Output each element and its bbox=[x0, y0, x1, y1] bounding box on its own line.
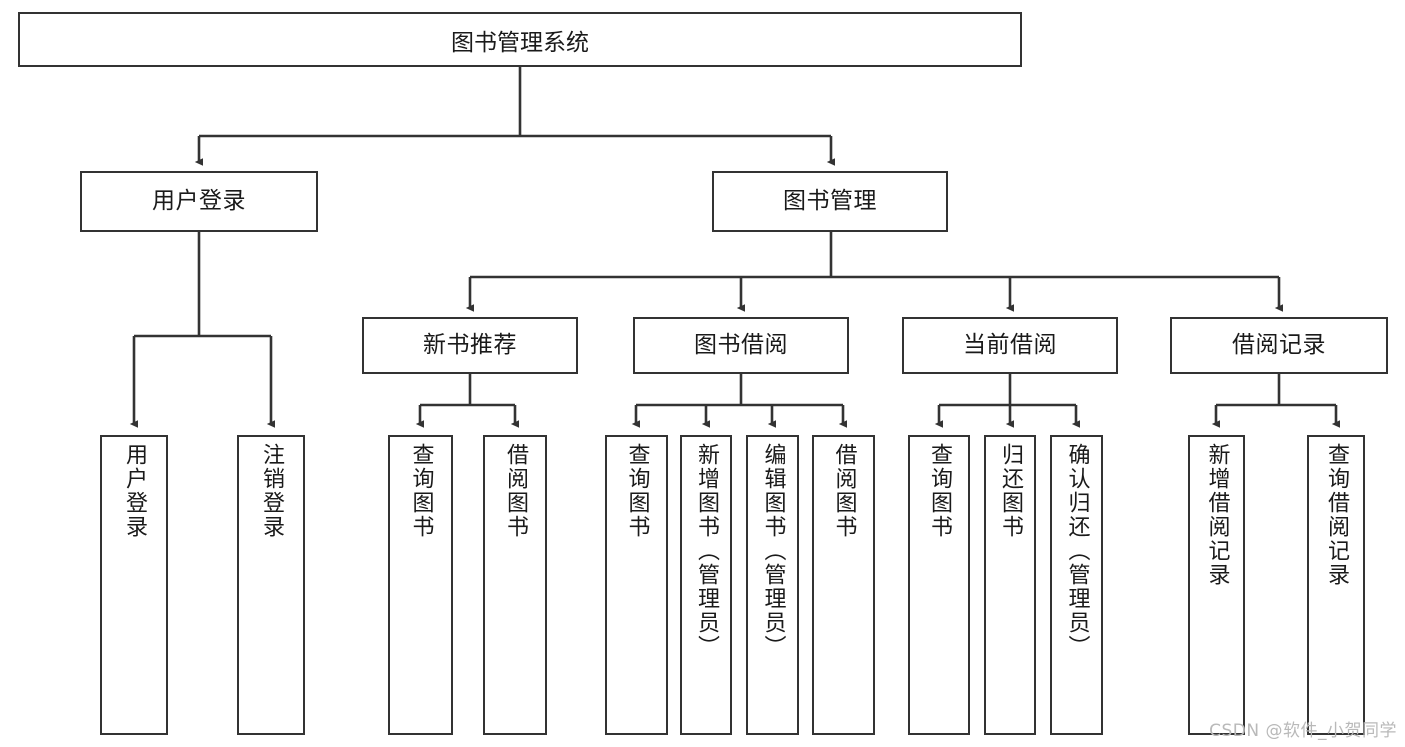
node-new-book-recommend-label: 新书推荐 bbox=[423, 331, 517, 358]
leaf-node[interactable]: 新增借阅记录 bbox=[1188, 435, 1245, 735]
leaf-label: 查询图书 bbox=[926, 443, 952, 539]
node-new-book-recommend[interactable]: 新书推荐 bbox=[362, 317, 578, 374]
leaf-node[interactable]: 查询借阅记录 bbox=[1307, 435, 1365, 735]
leaf-label: 归还图书 bbox=[997, 443, 1023, 539]
node-current-borrow[interactable]: 当前借阅 bbox=[902, 317, 1118, 374]
leaf-node[interactable]: 查询图书 bbox=[605, 435, 668, 735]
node-borrow-record-label: 借阅记录 bbox=[1232, 331, 1326, 358]
leaf-node[interactable]: 查询图书 bbox=[908, 435, 970, 735]
leaf-label: 查询借阅记录 bbox=[1323, 443, 1349, 587]
node-book-borrow[interactable]: 图书借阅 bbox=[633, 317, 849, 374]
leaf-node[interactable]: 编辑图书（管理员） bbox=[746, 435, 799, 735]
node-book-management[interactable]: 图书管理 bbox=[712, 171, 948, 232]
node-user-login[interactable]: 用户登录 bbox=[80, 171, 318, 232]
leaf-label: 借阅图书 bbox=[831, 443, 857, 539]
leaf-node[interactable]: 归还图书 bbox=[984, 435, 1036, 735]
node-book-borrow-label: 图书借阅 bbox=[694, 331, 788, 358]
leaf-node[interactable]: 注销登录 bbox=[237, 435, 305, 735]
leaf-node[interactable]: 查询图书 bbox=[388, 435, 453, 735]
node-book-management-label: 图书管理 bbox=[783, 187, 877, 214]
leaf-node[interactable]: 借阅图书 bbox=[812, 435, 875, 735]
leaf-label: 编辑图书（管理员） bbox=[760, 443, 786, 659]
node-borrow-record[interactable]: 借阅记录 bbox=[1170, 317, 1388, 374]
leaf-label: 注销登录 bbox=[258, 443, 284, 539]
node-root-label: 图书管理系统 bbox=[451, 29, 589, 56]
leaf-label: 查询图书 bbox=[408, 443, 434, 539]
leaf-node[interactable]: 新增图书（管理员） bbox=[680, 435, 732, 735]
node-user-login-label: 用户登录 bbox=[152, 187, 246, 214]
leaf-node[interactable]: 确认归还（管理员） bbox=[1050, 435, 1103, 735]
leaf-label: 新增借阅记录 bbox=[1204, 443, 1230, 587]
leaf-label: 确认归还（管理员） bbox=[1064, 443, 1090, 659]
node-root[interactable]: 图书管理系统 bbox=[18, 12, 1022, 67]
watermark: CSDN @软件_小贺同学 bbox=[1209, 721, 1397, 741]
leaf-label: 借阅图书 bbox=[502, 443, 528, 539]
node-current-borrow-label: 当前借阅 bbox=[963, 331, 1057, 358]
leaf-label: 查询图书 bbox=[624, 443, 650, 539]
leaf-node[interactable]: 借阅图书 bbox=[483, 435, 547, 735]
leaf-label: 新增图书（管理员） bbox=[693, 443, 719, 659]
leaf-label: 用户登录 bbox=[121, 443, 147, 539]
leaf-node[interactable]: 用户登录 bbox=[100, 435, 168, 735]
